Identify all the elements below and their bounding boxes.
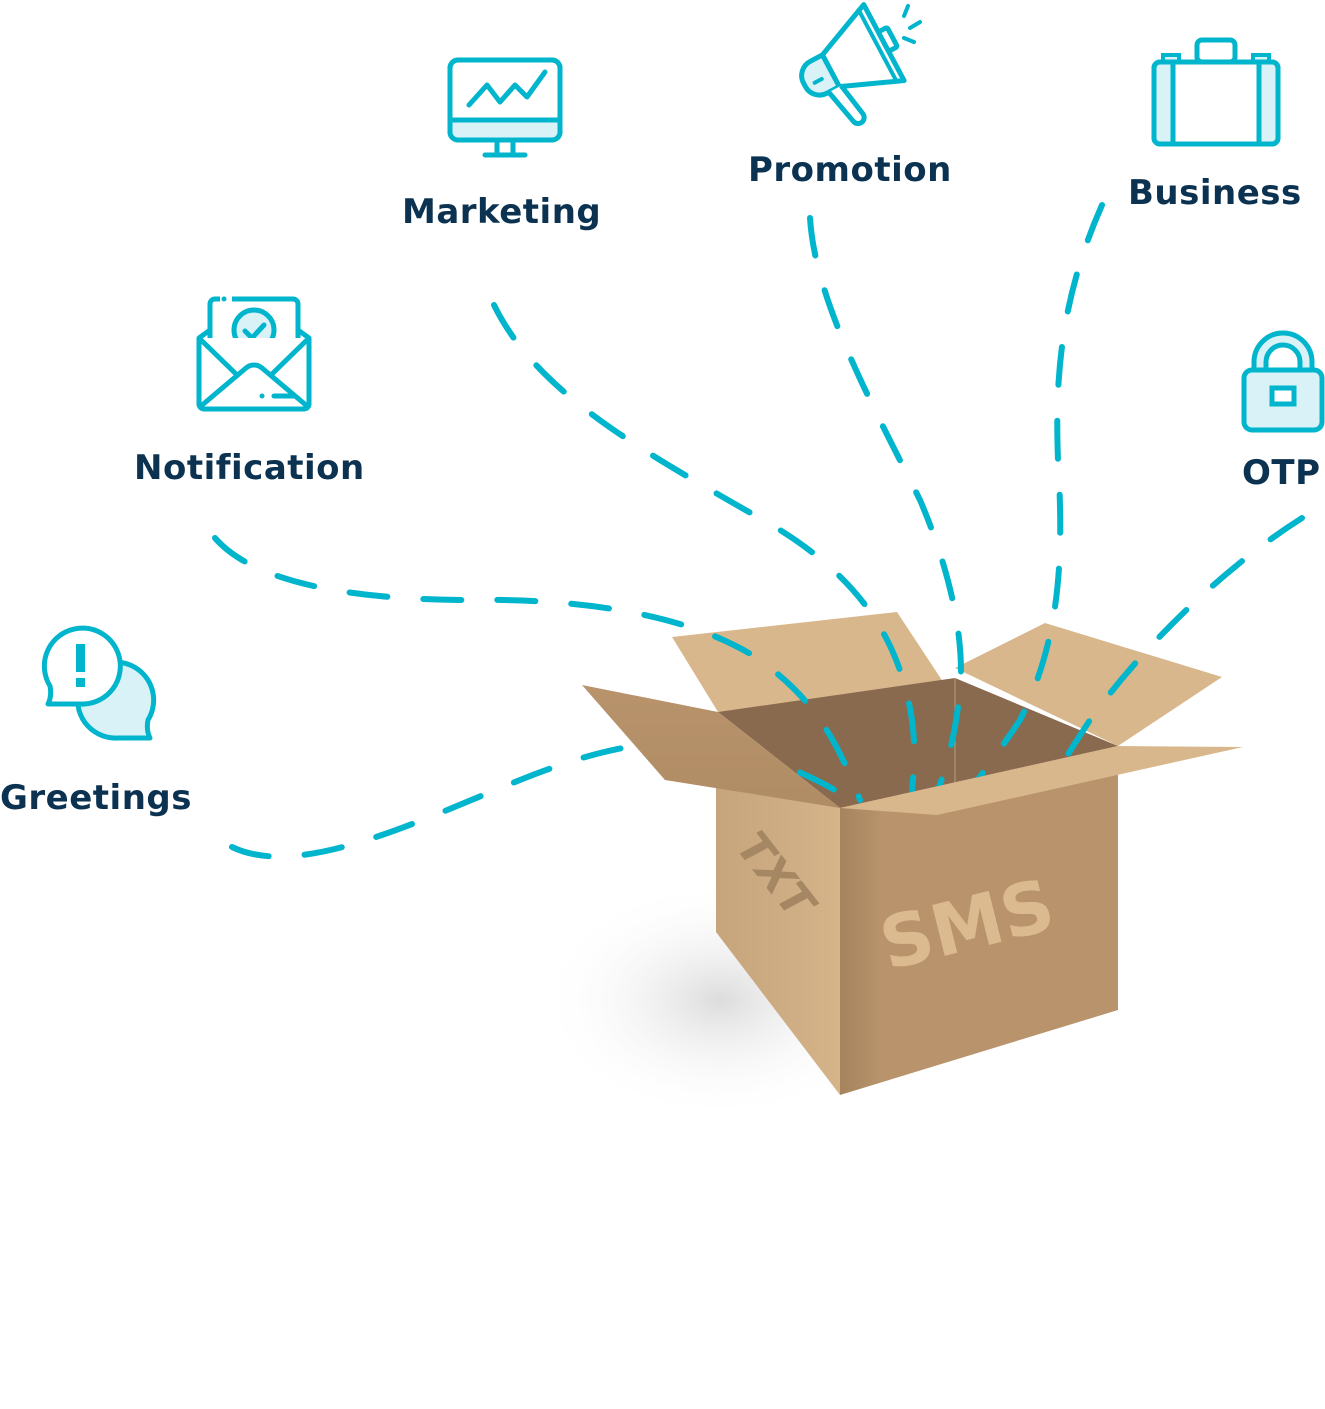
connector-promotion xyxy=(807,215,964,793)
label-promotion: Promotion xyxy=(748,150,952,190)
connector-business xyxy=(967,202,1105,793)
connector-greetings xyxy=(229,740,858,860)
briefcase-icon xyxy=(1151,37,1281,147)
monitor-chart-icon xyxy=(447,57,563,159)
label-marketing: Marketing xyxy=(402,192,602,232)
envelope-check-icon xyxy=(196,296,312,412)
megaphone-icon xyxy=(790,2,925,127)
box-side-face xyxy=(716,768,840,1095)
label-otp: OTP xyxy=(1242,453,1321,493)
box-left-flap xyxy=(582,685,840,808)
connector-otp xyxy=(1037,515,1305,793)
box-front-flap xyxy=(840,746,1243,815)
connector-marketing xyxy=(491,302,918,793)
box-back-right-flap xyxy=(955,623,1222,746)
label-business: Business xyxy=(1128,173,1302,213)
label-greetings: Greetings xyxy=(0,778,192,818)
chat-bubbles-alert-icon xyxy=(40,625,160,744)
box-interior xyxy=(718,678,1118,808)
padlock-icon xyxy=(1241,322,1325,434)
label-notification: Notification xyxy=(134,448,365,488)
box-front-face xyxy=(840,746,1118,1095)
dashed-connectors xyxy=(212,202,1305,860)
connector-notification xyxy=(212,535,863,803)
